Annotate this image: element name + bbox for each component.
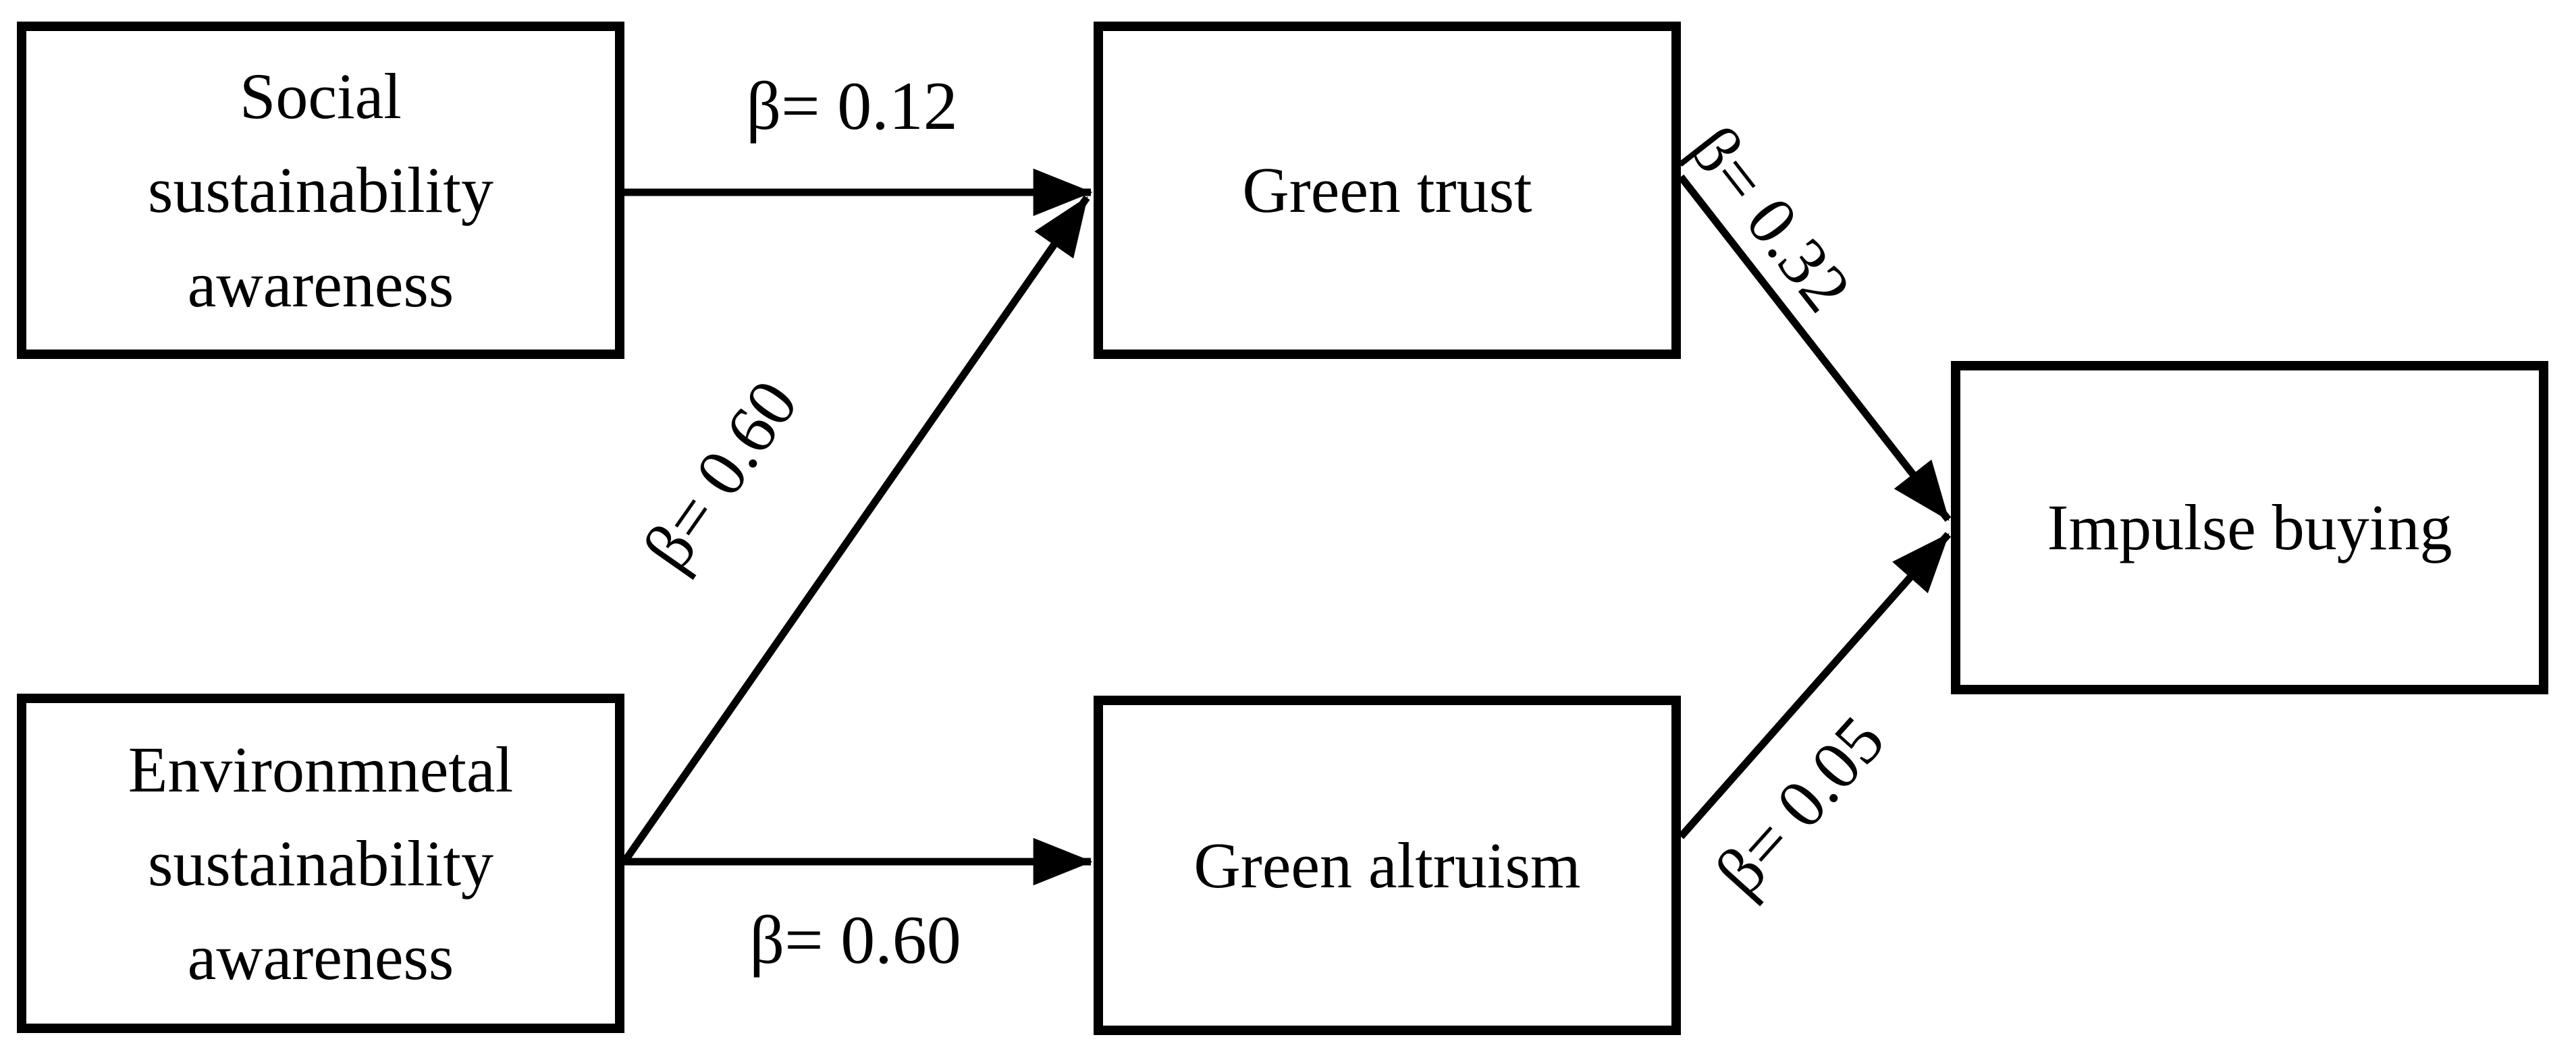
edge-green-altruism-to-impulse-line bbox=[1678, 532, 1952, 839]
edge-green-trust-to-impulse-line bbox=[1678, 174, 1952, 522]
node-label: Impulse buying bbox=[2047, 491, 2452, 564]
node-impulse-buying: Impulse buying bbox=[1951, 361, 2548, 694]
node-green-trust: Green trust bbox=[1094, 22, 1681, 359]
edge-coefficient-social-to-green-trust: β= 0.12 bbox=[746, 68, 958, 144]
node-green-altruism: Green altruism bbox=[1094, 696, 1681, 1035]
node-label: Environmnetal sustainability awareness bbox=[128, 733, 514, 994]
edge-environmental-to-green-trust-line bbox=[621, 195, 1090, 864]
node-label: Social sustainability awareness bbox=[148, 60, 493, 321]
node-label: Green trust bbox=[1242, 154, 1532, 227]
node-social-sustainability-awareness: Social sustainability awareness bbox=[17, 22, 624, 359]
edge-coefficient-environmental-to-green-altruism: β= 0.60 bbox=[749, 902, 961, 978]
node-environmental-sustainability-awareness: Environmnetal sustainability awareness bbox=[17, 694, 624, 1033]
node-label: Green altruism bbox=[1193, 829, 1581, 901]
